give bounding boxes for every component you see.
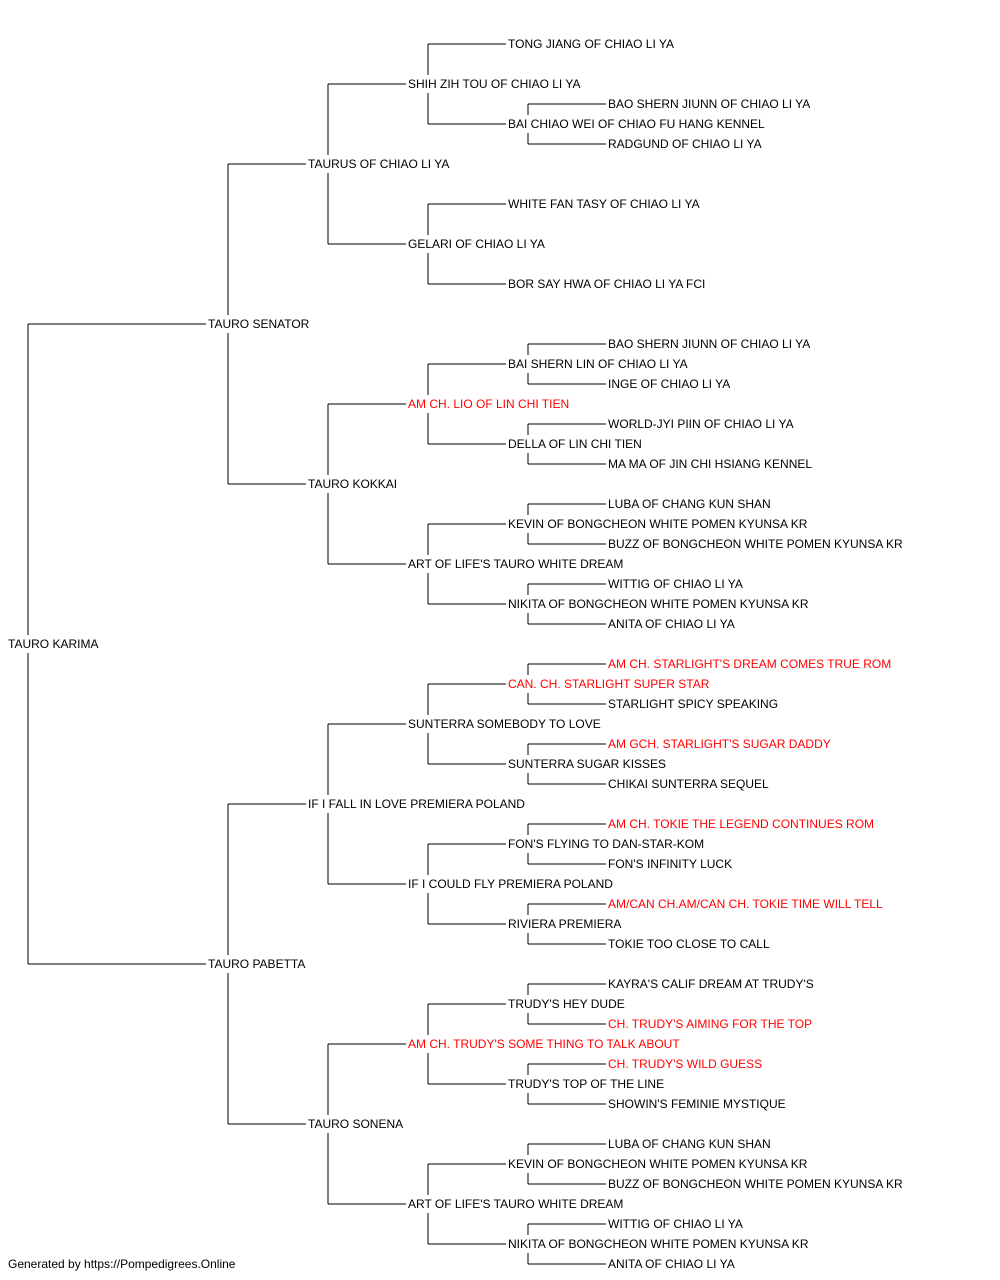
- dog-name: RIVIERA PREMIERA: [508, 917, 621, 931]
- dog-name: CHIKAI SUNTERRA SEQUEL: [608, 777, 769, 791]
- champion-dog-name: CH. TRUDY'S WILD GUESS: [608, 1057, 762, 1071]
- generated-by-footer: Generated by https://Pompedigrees.Online: [8, 1257, 236, 1271]
- dog-name: BAI SHERN LIN OF CHIAO LI YA: [508, 357, 688, 371]
- dog-name: WITTIG OF CHIAO LI YA: [608, 577, 743, 591]
- dog-name: TAURO KOKKAI: [308, 477, 397, 491]
- dog-name: ART OF LIFE'S TAURO WHITE DREAM: [408, 1197, 623, 1211]
- dog-name: ART OF LIFE'S TAURO WHITE DREAM: [408, 557, 623, 571]
- champion-dog-name: CAN. CH. STARLIGHT SUPER STAR: [508, 677, 710, 691]
- dog-name: BUZZ OF BONGCHEON WHITE POMEN KYUNSA KR: [608, 1177, 903, 1191]
- champion-dog-name: AM CH. TOKIE THE LEGEND CONTINUES ROM: [608, 817, 874, 831]
- dog-name: SHIH ZIH TOU OF CHIAO LI YA: [408, 77, 580, 91]
- dog-name: LUBA OF CHANG KUN SHAN: [608, 497, 771, 511]
- dog-name: KEVIN OF BONGCHEON WHITE POMEN KYUNSA KR: [508, 517, 808, 531]
- dog-name: TONG JIANG OF CHIAO LI YA: [508, 37, 674, 51]
- dog-name: BAO SHERN JIUNN OF CHIAO LI YA: [608, 337, 810, 351]
- dog-name: MA MA OF JIN CHI HSIANG KENNEL: [608, 457, 812, 471]
- dog-name: ANITA OF CHIAO LI YA: [608, 617, 735, 631]
- dog-name: STARLIGHT SPICY SPEAKING: [608, 697, 778, 711]
- dog-name: SHOWIN'S FEMINIE MYSTIQUE: [608, 1097, 786, 1111]
- dog-name: IF I FALL IN LOVE PREMIERA POLAND: [308, 797, 525, 811]
- dog-name: TAURO SENATOR: [208, 317, 310, 331]
- dog-name: INGE OF CHIAO LI YA: [608, 377, 730, 391]
- dog-name: RADGUND OF CHIAO LI YA: [608, 137, 762, 151]
- dog-name: SUNTERRA SUGAR KISSES: [508, 757, 666, 771]
- dog-name: ANITA OF CHIAO LI YA: [608, 1257, 735, 1271]
- champion-dog-name: AM CH. TRUDY'S SOME THING TO TALK ABOUT: [408, 1037, 680, 1051]
- dog-name: FON'S FLYING TO DAN-STAR-KOM: [508, 837, 704, 851]
- dog-name: WHITE FAN TASY OF CHIAO LI YA: [508, 197, 700, 211]
- dog-name: TRUDY'S HEY DUDE: [508, 997, 625, 1011]
- dog-name: DELLA OF LIN CHI TIEN: [508, 437, 642, 451]
- dog-name: SUNTERRA SOMEBODY TO LOVE: [408, 717, 601, 731]
- dog-name: TAURUS OF CHIAO LI YA: [308, 157, 449, 171]
- dog-name: BOR SAY HWA OF CHIAO LI YA FCI: [508, 277, 705, 291]
- dog-name: NIKITA OF BONGCHEON WHITE POMEN KYUNSA K…: [508, 1237, 809, 1251]
- champion-dog-name: AM CH. LIO OF LIN CHI TIEN: [408, 397, 569, 411]
- dog-name: NIKITA OF BONGCHEON WHITE POMEN KYUNSA K…: [508, 597, 809, 611]
- dog-name: GELARI OF CHIAO LI YA: [408, 237, 545, 251]
- dog-name: FON'S INFINITY LUCK: [608, 857, 732, 871]
- dog-name: TAURO SONENA: [308, 1117, 403, 1131]
- connector-lines: [27, 43, 606, 1265]
- dog-name: BAO SHERN JIUNN OF CHIAO LI YA: [608, 97, 810, 111]
- dog-name: KEVIN OF BONGCHEON WHITE POMEN KYUNSA KR: [508, 1157, 808, 1171]
- dog-name: LUBA OF CHANG KUN SHAN: [608, 1137, 771, 1151]
- champion-dog-name: CH. TRUDY'S AIMING FOR THE TOP: [608, 1017, 812, 1031]
- dog-name: TOKIE TOO CLOSE TO CALL: [608, 937, 770, 951]
- dog-name: IF I COULD FLY PREMIERA POLAND: [408, 877, 613, 891]
- dog-name: WORLD-JYI PIIN OF CHIAO LI YA: [608, 417, 794, 431]
- champion-dog-name: AM/CAN CH.AM/CAN CH. TOKIE TIME WILL TEL…: [608, 897, 883, 911]
- champion-dog-name: AM GCH. STARLIGHT'S SUGAR DADDY: [608, 737, 831, 751]
- dog-name-labels: TAURO KARIMA TAURO SENATOR TAURUS OF CHIAO…: [8, 37, 903, 1271]
- champion-dog-name: AM CH. STARLIGHT'S DREAM COMES TRUE ROM: [608, 657, 891, 671]
- dog-name: KAYRA'S CALIF DREAM AT TRUDY'S: [608, 977, 814, 991]
- dog-name: BAI CHIAO WEI OF CHIAO FU HANG KENNEL: [508, 117, 765, 131]
- dog-name: TAURO PABETTA: [208, 957, 305, 971]
- dog-name: WITTIG OF CHIAO LI YA: [608, 1217, 743, 1231]
- dog-name: TRUDY'S TOP OF THE LINE: [508, 1077, 664, 1091]
- dog-name: BUZZ OF BONGCHEON WHITE POMEN KYUNSA KR: [608, 537, 903, 551]
- dog-name: TAURO KARIMA: [8, 637, 98, 651]
